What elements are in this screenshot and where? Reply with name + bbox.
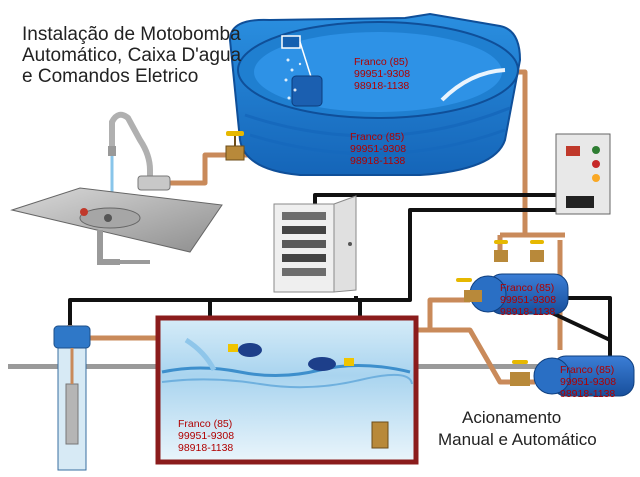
contact-phone-2: 98918-1138 [354,80,410,92]
caption-line-2: Manual e Automático [438,430,597,449]
contact-phone-1: 99951-9308 [350,143,407,155]
contact-phone-1: 99951-9308 [354,68,411,80]
contact-name: Franco (85) [350,131,405,143]
pump-1-icon [456,240,569,315]
title-line-1: Instalação de Motobomba [22,24,241,45]
contact-label-pump-2: Franco (85) 99951-9308 98918-1138 [560,364,616,400]
contact-phone-2: 98918-1138 [350,155,406,167]
contact-label-tank-top: Franco (85) 99951-9308 98918-1138 [354,56,410,92]
title-line-3: e Comandos Eletrico [22,66,199,87]
contact-label-reservoir: Franco (85) 99951-9308 98918-1138 [178,418,234,454]
foot-valve-icon [371,421,389,449]
pump-2-icon [510,355,635,397]
float-switch-1-icon [238,343,262,357]
contact-name: Franco (85) [560,364,615,376]
well-pump [53,325,91,471]
reservoir [155,315,419,465]
sink-icon [10,187,223,265]
contact-phone-1: 99951-9308 [560,376,617,388]
title-line-2: Automático, Caixa D'agua [22,45,242,66]
contact-label-pump-1: Franco (85) 99951-9308 98918-1138 [500,282,556,318]
contact-name: Franco (85) [178,418,233,430]
contact-phone-2: 98918-1138 [560,388,616,400]
water-tank [228,12,522,176]
contact-name: Franco (85) [500,282,555,294]
tank-outlet-valve-icon [225,131,245,161]
electrical-panel [273,195,357,293]
contact-phone-2: 98918-1138 [500,306,556,318]
diagram-title: Instalação de Motobomba Automático, Caix… [22,24,241,87]
tank-float-switch [281,35,323,107]
control-panel [555,133,611,215]
contact-phone-2: 98918-1138 [178,442,234,454]
caption-line-1: Acionamento [462,408,562,427]
float-switch-2-icon [308,357,336,371]
contact-label-tank-bottom: Franco (85) 99951-9308 98918-1138 [350,131,406,167]
contact-phone-1: 99951-9308 [178,430,235,442]
contact-phone-1: 99951-9308 [500,294,557,306]
contact-name: Franco (85) [354,56,409,68]
